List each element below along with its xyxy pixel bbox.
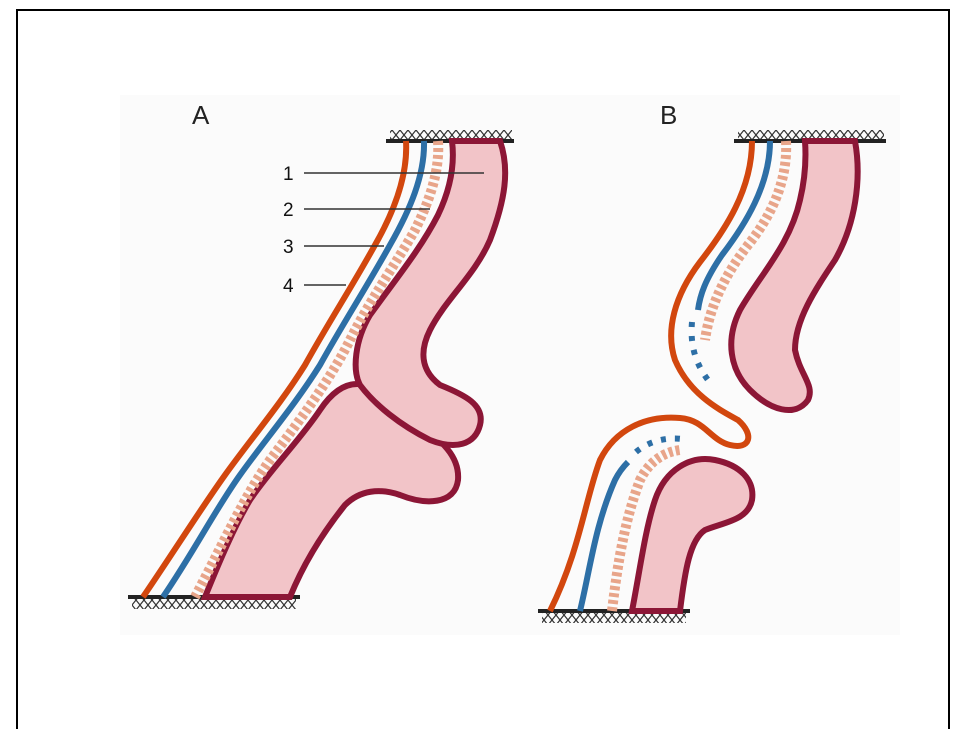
layer-label-2: 2 [283,200,294,221]
layer-label-4: 4 [283,276,294,297]
panel-a-label: A [192,100,210,130]
layer-label-1: 1 [283,164,294,185]
layer-label-3: 3 [283,237,294,258]
panel-b-label: B [660,100,677,130]
